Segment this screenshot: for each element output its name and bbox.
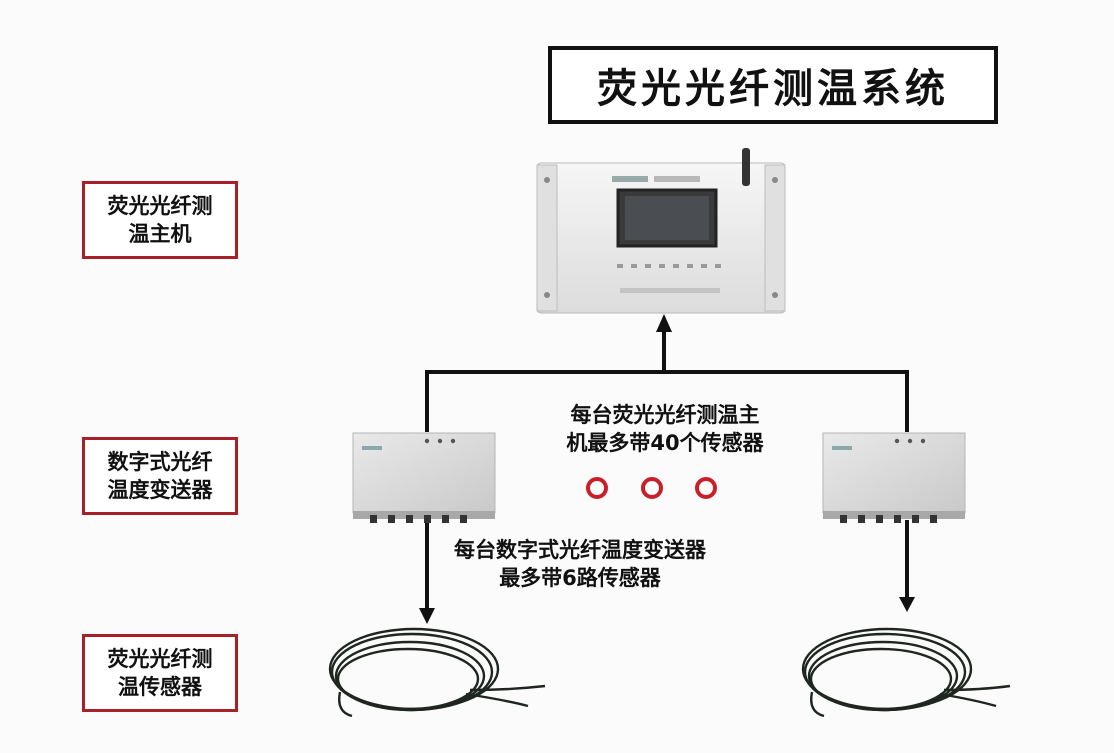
label-host: 荧光光纤测温主机 [82, 181, 238, 259]
host-capacity-line1: 每台荧光光纤测温主 [570, 403, 760, 427]
connector-lines [425, 330, 909, 612]
host-capacity-line2: 机最多带40个传感器 [566, 431, 764, 455]
fiber-sensor-coil-icon [328, 627, 546, 718]
ellipsis-rings-icon [586, 477, 717, 499]
transmitter-device-icon [822, 432, 966, 523]
transmitter-capacity-line1: 每台数字式光纤温度变送器 [454, 538, 706, 562]
label-host-text: 荧光光纤测温主机 [107, 194, 213, 246]
label-transmitter-text: 数字式光纤温度变送器 [107, 450, 213, 502]
host-device-icon [536, 148, 786, 314]
transmitter-device-icon [352, 432, 496, 523]
system-title: 荧光光纤测温系统 [548, 46, 998, 124]
label-transmitter: 数字式光纤温度变送器 [82, 437, 238, 515]
transmitter-capacity-note: 每台数字式光纤温度变送器 最多带6路传感器 [430, 536, 730, 592]
fiber-sensor-coil-icon [801, 627, 1011, 718]
host-capacity-note: 每台荧光光纤测温主 机最多带40个传感器 [545, 401, 785, 457]
arrowheads [419, 314, 915, 624]
label-sensor-text: 荧光光纤测温传感器 [107, 647, 213, 699]
transmitter-capacity-line2: 最多带6路传感器 [499, 566, 661, 590]
label-sensor: 荧光光纤测温传感器 [82, 634, 238, 712]
